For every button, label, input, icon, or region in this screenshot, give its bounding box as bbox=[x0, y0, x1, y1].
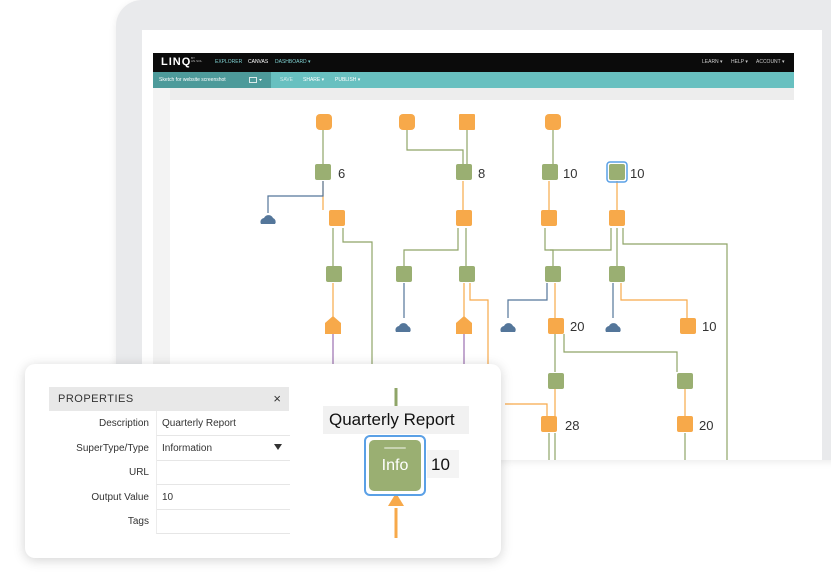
info-node bbox=[315, 164, 331, 180]
property-row-output: Output Value 10 bbox=[49, 484, 290, 510]
info-node bbox=[396, 266, 412, 282]
nav-learn[interactable]: LEARN ▾ bbox=[702, 59, 723, 65]
info-node bbox=[545, 266, 561, 282]
canvas-ruler-top bbox=[153, 88, 794, 100]
info-node bbox=[609, 266, 625, 282]
property-row-type: SuperType/Type Information bbox=[49, 435, 290, 461]
node-count: 10 bbox=[630, 166, 645, 181]
graph-edges bbox=[267, 130, 728, 460]
report-node bbox=[545, 114, 561, 130]
folder-icon[interactable] bbox=[249, 76, 263, 84]
nav-help[interactable]: HELP ▾ bbox=[731, 59, 748, 65]
description-value[interactable]: Quarterly Report bbox=[162, 418, 236, 429]
calc-node bbox=[609, 210, 625, 226]
cloud-icon bbox=[500, 323, 516, 332]
node-count: 10 bbox=[563, 166, 578, 181]
property-label: Output Value bbox=[91, 491, 149, 503]
share-button[interactable]: SHARE ▾ bbox=[303, 77, 325, 83]
canvas-toolbar: Sketch for website screenshot SAVE SHARE… bbox=[153, 72, 794, 88]
calc-node bbox=[548, 318, 564, 334]
node-label-text: Quarterly Report bbox=[329, 410, 455, 429]
info-node-text: Info bbox=[381, 457, 409, 474]
app-logo[interactable]: LINQ bbox=[161, 56, 192, 68]
type-value[interactable]: Information bbox=[162, 442, 213, 454]
node-label: Quarterly Report bbox=[323, 406, 469, 434]
node-count: 28 bbox=[565, 418, 580, 433]
type-select[interactable]: Information bbox=[156, 435, 290, 461]
save-button[interactable]: SAVE bbox=[280, 77, 293, 83]
sketch-name[interactable]: Sketch for website screenshot bbox=[159, 77, 226, 83]
node-count: 8 bbox=[478, 166, 486, 181]
publish-button[interactable]: PUBLISH ▾ bbox=[335, 77, 361, 83]
report-node bbox=[316, 114, 332, 130]
chevron-down-icon[interactable] bbox=[274, 443, 282, 450]
cloud-nodes[interactable] bbox=[260, 215, 621, 332]
property-row-tags: Tags bbox=[49, 509, 290, 535]
close-icon[interactable]: × bbox=[273, 391, 281, 406]
info-node-count-text: 10 bbox=[431, 455, 450, 474]
properties-header: PROPERTIES × bbox=[49, 387, 289, 411]
properties-title: PROPERTIES bbox=[58, 393, 134, 405]
info-node-count: 10 bbox=[427, 450, 459, 478]
info-node-selected bbox=[609, 164, 625, 180]
selection-highlight bbox=[606, 161, 628, 183]
nav-dashboard[interactable]: DASHBOARD ▾ bbox=[275, 59, 311, 65]
info-node-zoomed[interactable]: Info bbox=[364, 435, 426, 496]
nav-account[interactable]: ACCOUNT ▾ bbox=[756, 59, 785, 65]
info-node bbox=[677, 373, 693, 389]
tags-field[interactable] bbox=[156, 509, 290, 535]
node-count: 20 bbox=[570, 319, 585, 334]
node-count: 20 bbox=[699, 418, 714, 433]
cloud-icon bbox=[260, 215, 276, 224]
properties-panel: PROPERTIES × Description Quarterly Repor… bbox=[49, 387, 290, 535]
output-value-field[interactable]: 10 bbox=[156, 484, 290, 510]
node-count: 6 bbox=[338, 166, 346, 181]
url-field[interactable] bbox=[156, 460, 290, 486]
info-node-body[interactable]: Info bbox=[369, 440, 421, 491]
nav-explorer[interactable]: EXPLORER bbox=[215, 59, 243, 65]
sketch-selector[interactable]: Sketch for website screenshot bbox=[153, 72, 271, 88]
property-label: SuperType/Type bbox=[76, 442, 149, 454]
calc-nodes[interactable] bbox=[325, 210, 696, 432]
info-nodes[interactable] bbox=[315, 164, 693, 389]
nav-canvas[interactable]: CANVAS bbox=[248, 59, 269, 65]
calc-node bbox=[329, 210, 345, 226]
info-node bbox=[326, 266, 342, 282]
calc-node bbox=[677, 416, 693, 432]
node-handle bbox=[384, 447, 406, 449]
calc-node bbox=[541, 210, 557, 226]
property-row-url: URL bbox=[49, 460, 290, 486]
cube-node bbox=[459, 114, 475, 130]
property-row-description: Description Quarterly Report bbox=[49, 411, 290, 436]
cloud-icon bbox=[605, 323, 621, 332]
top-nav-bar: LINQ BY AN·SOL EXPLORER CANVAS DASHBOARD… bbox=[153, 53, 794, 72]
calc-node bbox=[680, 318, 696, 334]
property-label: URL bbox=[128, 467, 149, 479]
description-field[interactable]: Quarterly Report bbox=[156, 411, 290, 436]
report-node bbox=[399, 114, 415, 130]
cloud-icon bbox=[395, 323, 411, 332]
info-node bbox=[456, 164, 472, 180]
info-node bbox=[542, 164, 558, 180]
info-node bbox=[459, 266, 475, 282]
property-label: Description bbox=[98, 418, 149, 429]
info-node bbox=[548, 373, 564, 389]
app-logo-sub: BY AN·SOL bbox=[191, 56, 203, 63]
output-value[interactable]: 10 bbox=[162, 491, 174, 503]
property-label: Tags bbox=[127, 516, 149, 528]
decision-node bbox=[456, 316, 472, 334]
decision-node bbox=[325, 316, 341, 334]
calc-node bbox=[456, 210, 472, 226]
node-count: 10 bbox=[702, 319, 717, 334]
output-nodes[interactable] bbox=[316, 114, 561, 130]
calc-node bbox=[541, 416, 557, 432]
